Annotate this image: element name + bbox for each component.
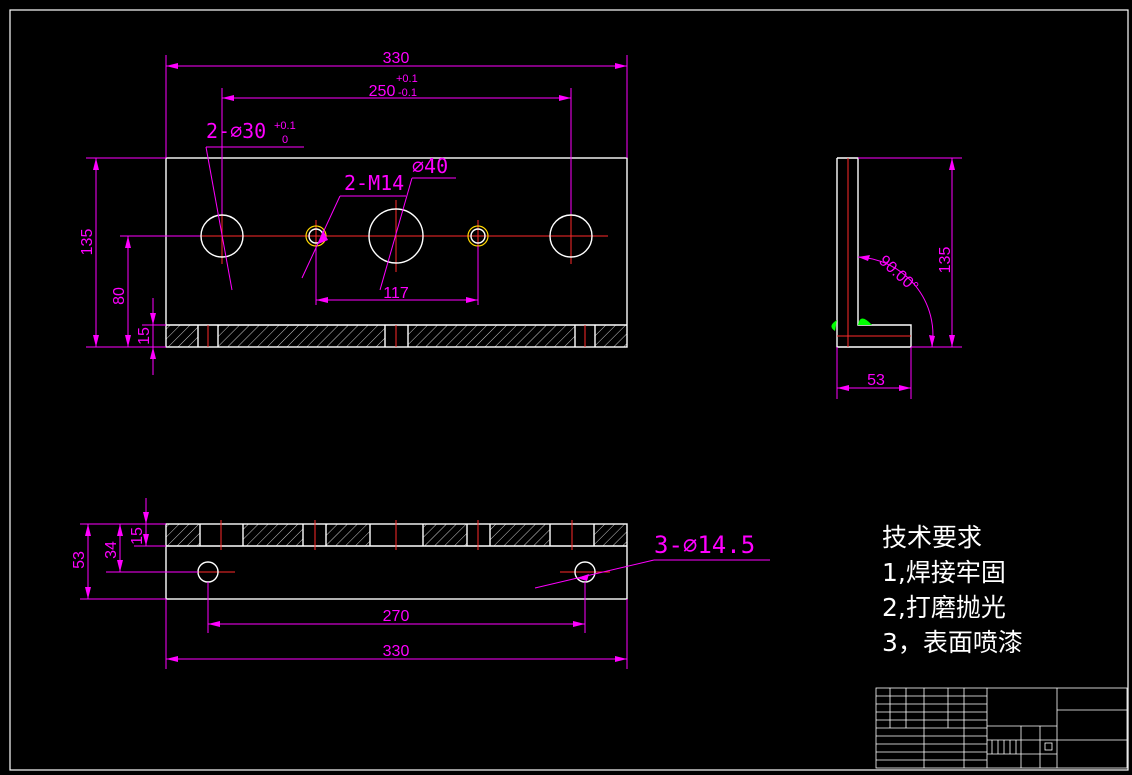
title-block <box>875 687 1128 769</box>
bottom-dimensions: 53 34 15 270 330 3-⌀14.5 <box>71 498 770 669</box>
angle-arc <box>857 256 934 348</box>
front-dimensions: 330 250 +0.1 -0.1 135 80 15 117 <box>79 50 628 375</box>
label-3-d14-5: 3-⌀14.5 <box>654 531 755 559</box>
dim-bottom-depth: 53 <box>71 551 88 569</box>
dim-bottom-width: 330 <box>383 643 410 660</box>
dim-front-center: 80 <box>111 287 128 305</box>
dim-front-height: 135 <box>79 229 96 256</box>
weld-fillet-inner <box>858 318 872 325</box>
hole-30-right <box>549 214 593 258</box>
dim-tol-plus: +0.1 <box>396 73 418 85</box>
dim-front-width: 330 <box>383 50 410 67</box>
front-view <box>165 157 628 348</box>
bottom-rib-hatch <box>166 524 627 546</box>
label-2-m14: 2-M14 <box>344 171 404 195</box>
dim-front-inner: 250 <box>369 83 396 100</box>
hole-40-center <box>368 208 424 264</box>
dim-bottom-15: 15 <box>129 527 146 545</box>
label-2-d30: 2-⌀30 <box>206 119 266 143</box>
label-2-d30-tol-lower: 0 <box>282 134 288 146</box>
dim-front-base: 15 <box>136 327 153 345</box>
note-item-1: 1,焊接牢固 <box>882 558 1006 587</box>
note-item-2: 2,打磨抛光 <box>882 593 1006 622</box>
dim-bottom-spacing: 270 <box>383 608 410 625</box>
front-base-hatch <box>166 325 627 347</box>
dim-angle: 90.00° <box>875 252 921 296</box>
label-d40: ⌀40 <box>412 154 448 178</box>
dim-tol-minus: -0.1 <box>398 87 417 99</box>
label-2-d30-tol-upper: +0.1 <box>274 120 296 132</box>
technical-requirements: 技术要求 1,焊接牢固 2,打磨抛光 3，表面喷漆 <box>882 520 1023 660</box>
hole-30-left <box>200 214 244 258</box>
drawing-frame <box>9 9 1129 771</box>
dim-side-depth: 53 <box>867 372 885 389</box>
dim-bottom-34: 34 <box>103 541 120 559</box>
weld-fillet-outer <box>831 320 837 331</box>
bottom-view <box>165 520 628 600</box>
notes-title: 技术要求 <box>882 523 983 552</box>
dim-hole-spacing: 117 <box>383 285 409 302</box>
side-view <box>831 157 912 348</box>
side-dimensions: 135 90.00° 53 <box>836 157 962 399</box>
dim-side-height: 135 <box>937 247 954 274</box>
note-item-3: 3，表面喷漆 <box>882 628 1023 657</box>
